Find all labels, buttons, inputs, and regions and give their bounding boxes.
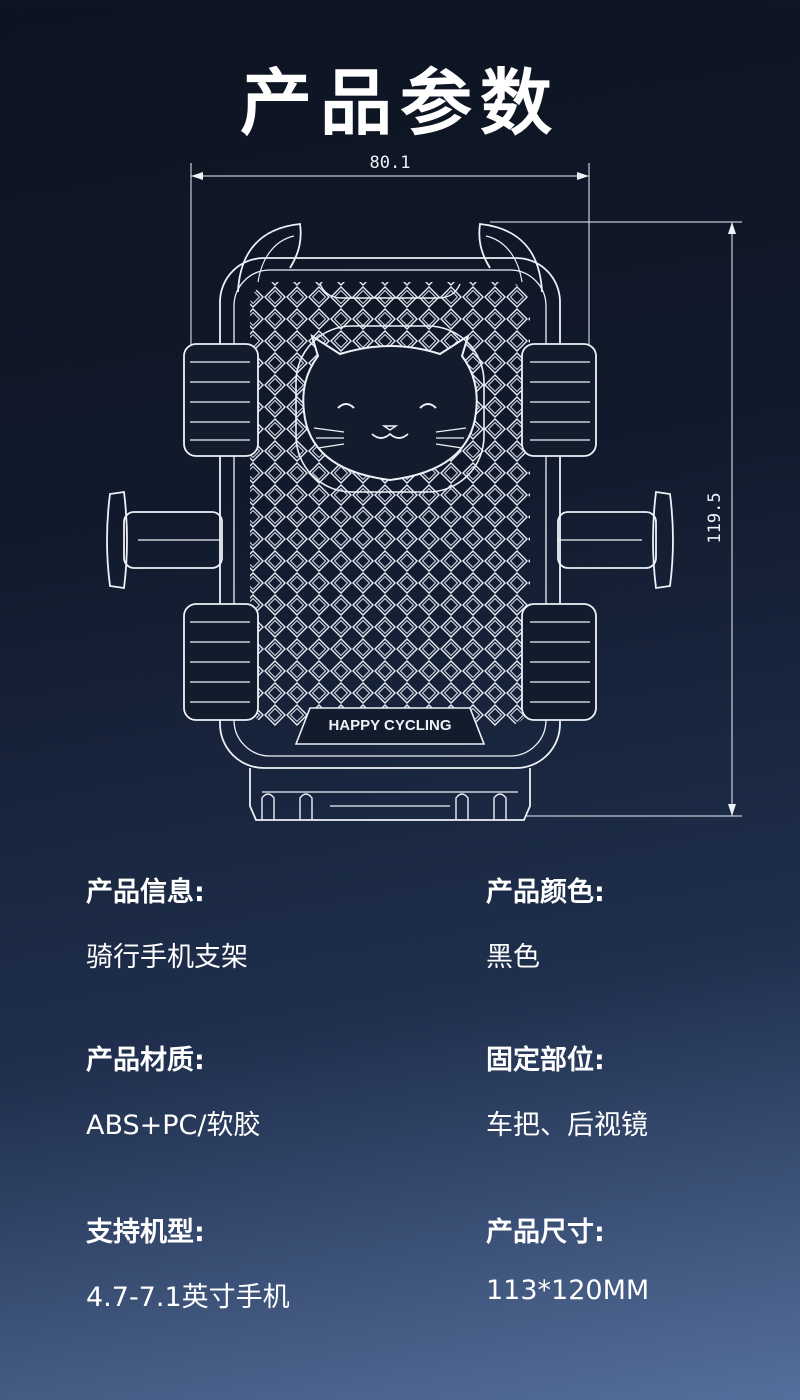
- bottom-badge: [294, 707, 486, 745]
- cat-face: [295, 325, 485, 493]
- spec-label: 产品颜色:: [486, 877, 605, 908]
- spec-label: 固定部位:: [486, 1045, 605, 1076]
- badge-text: HAPPY CYCLING: [328, 717, 451, 734]
- right-arm: [557, 490, 674, 590]
- width-dimension: [190, 163, 590, 350]
- spec-value: ABS+PC/软胶: [86, 1110, 261, 1141]
- page-title: 产品参数: [239, 61, 560, 145]
- height-dim-label: 119.5: [705, 492, 725, 543]
- spec-product-color: 产品颜色: 黑色: [486, 870, 800, 974]
- holder-body: [219, 257, 561, 769]
- spec-value: 4.7-7.1英寸手机: [86, 1282, 290, 1313]
- height-dimension: [490, 221, 742, 817]
- left-upper-grip: [183, 343, 259, 457]
- left-lower-grip: [183, 603, 259, 721]
- phone-holder-outline: 80.1 119.5 HAPPY CYCLING: [106, 153, 742, 821]
- spec-material: 产品材质: ABS+PC/软胶: [86, 1038, 406, 1142]
- spec-label: 产品尺寸:: [486, 1217, 605, 1248]
- spec-label: 产品信息:: [86, 877, 205, 908]
- spec-value: 113*120MM: [486, 1275, 650, 1306]
- spec-supported-models: 支持机型: 4.7-7.1英寸手机: [86, 1210, 406, 1314]
- spec-value: 黑色: [486, 942, 540, 973]
- spec-label: 产品材质:: [86, 1045, 205, 1076]
- spec-product-info: 产品信息: 骑行手机支架: [86, 870, 406, 974]
- width-dim-label: 80.1: [370, 153, 411, 173]
- spec-value: 车把、后视镜: [486, 1110, 648, 1141]
- spec-label: 支持机型:: [86, 1217, 205, 1248]
- spec-mount-position: 固定部位: 车把、后视镜: [486, 1038, 800, 1142]
- base-mount: [249, 768, 531, 821]
- product-technical-drawing: 80.1 119.5 HAPPY CYCLING: [0, 140, 800, 840]
- right-lower-grip: [521, 603, 597, 721]
- left-arm: [106, 490, 223, 590]
- spec-product-size: 产品尺寸: 113*120MM: [486, 1210, 800, 1306]
- right-upper-grip: [521, 343, 597, 457]
- spec-value: 骑行手机支架: [86, 942, 248, 973]
